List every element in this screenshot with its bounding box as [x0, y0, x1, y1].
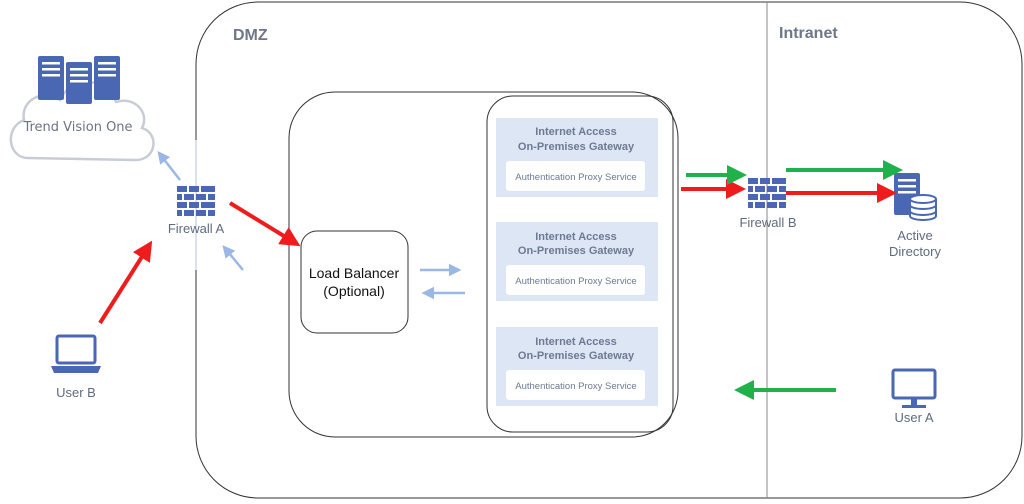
firewall-b-label: Firewall B	[739, 215, 796, 230]
firewall-icon	[177, 186, 215, 216]
arrow-firewall-a-to-cloud	[157, 151, 181, 181]
auth-proxy-service-1-box	[506, 161, 645, 191]
gateway-3-title-line1: Internet Access	[535, 336, 617, 348]
gateway-stack-container	[486, 95, 674, 433]
directory-server-icon	[894, 173, 937, 221]
firewall-a: Firewall A	[168, 140, 225, 270]
gateway-2-title-line1: Internet Access	[535, 231, 617, 243]
cloud-label: Trend Vision One	[22, 120, 132, 135]
user-a-label: User A	[894, 410, 933, 425]
auth-proxy-service-3-label: Authentication Proxy Service	[515, 381, 636, 392]
user-a: User A	[891, 368, 937, 425]
trend-vision-one-cloud: Trend Vision One	[9, 56, 155, 162]
auth-proxy-service-2-label: Authentication Proxy Service	[515, 276, 636, 287]
intranet-label: Intranet	[779, 25, 838, 42]
database-icon	[909, 194, 937, 221]
gateway-3-title-line2: On-Premises Gateway	[518, 350, 635, 362]
gateway-1-title-line1: Internet Access	[535, 126, 617, 138]
dmz-inner-container	[288, 91, 679, 438]
active-directory-label-line2: Directory	[889, 244, 942, 259]
arrow-back-to-firewall-a	[222, 245, 244, 271]
gateway-1: Internet Access On-Premises Gateway Auth…	[496, 118, 658, 197]
firewall-a-label: Firewall A	[168, 221, 225, 236]
firewall-icon	[748, 178, 786, 208]
arrow-user-b-to-firewall-a	[98, 240, 153, 325]
server-icon	[38, 56, 120, 104]
load-balancer-label-line2: (Optional)	[323, 283, 384, 299]
dmz-label: DMZ	[233, 27, 268, 44]
gateway-3: Internet Access On-Premises Gateway Auth…	[496, 327, 658, 406]
active-directory: Active Directory	[889, 173, 942, 259]
gateway-1-title-line2: On-Premises Gateway	[518, 141, 635, 153]
user-b-label: User B	[56, 385, 96, 400]
auth-proxy-service-1-label: Authentication Proxy Service	[515, 172, 636, 183]
user-b: User B	[51, 334, 101, 400]
arrow-firewall-a-to-load-balancer	[228, 201, 301, 247]
gateway-2: Internet Access On-Premises Gateway Auth…	[496, 222, 658, 301]
active-directory-label-line1: Active	[897, 228, 932, 243]
auth-proxy-service-3-box	[506, 370, 645, 400]
firewall-b: Firewall B	[739, 178, 797, 230]
auth-proxy-service-2-box	[506, 265, 645, 295]
load-balancer: Load Balancer (Optional)	[300, 230, 409, 334]
laptop-icon	[51, 334, 101, 373]
load-balancer-label-line1: Load Balancer	[309, 265, 400, 281]
monitor-icon	[891, 368, 937, 408]
gateway-2-title-line2: On-Premises Gateway	[518, 245, 635, 257]
